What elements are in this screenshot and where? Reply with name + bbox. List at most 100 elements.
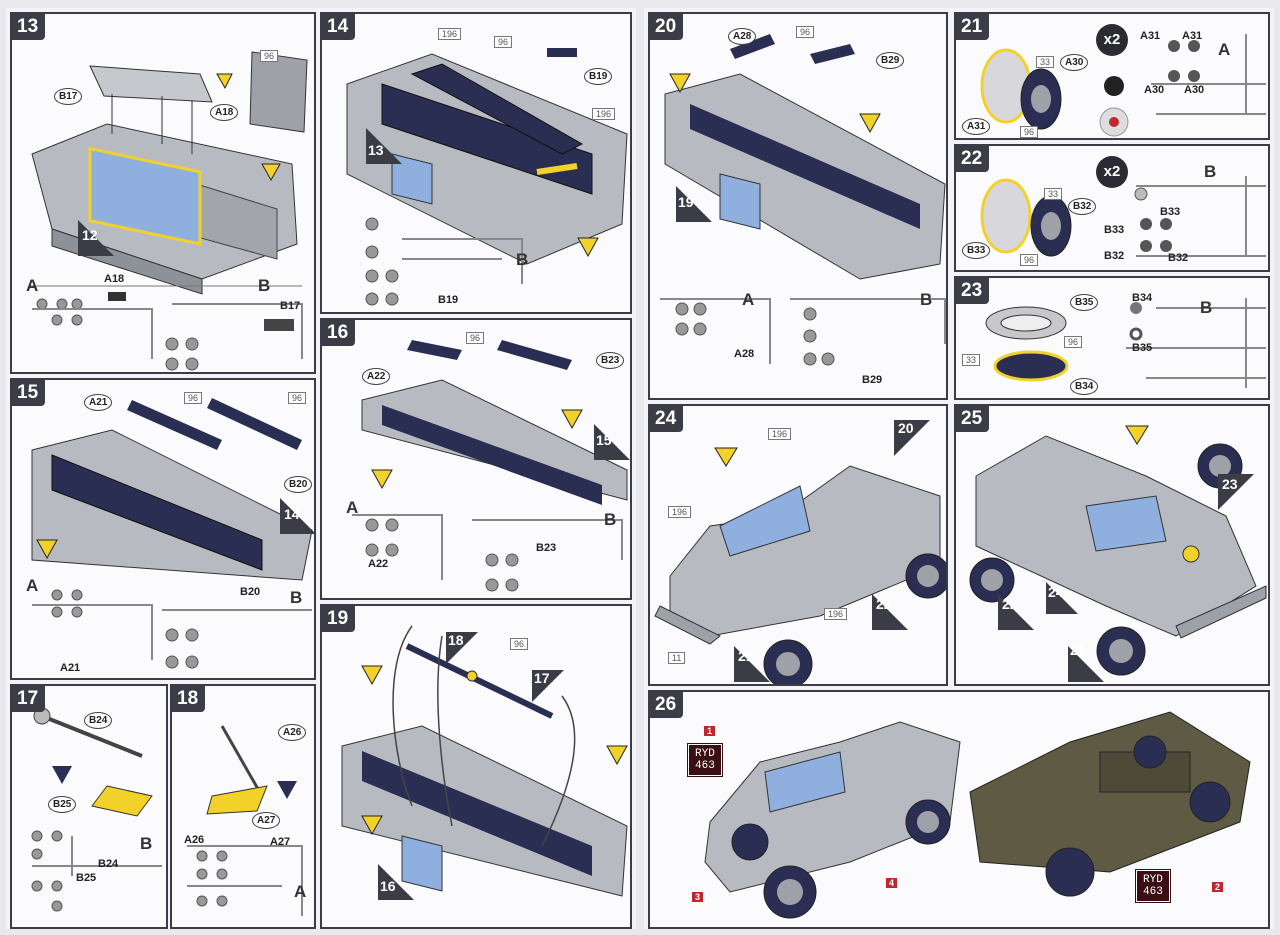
step-25-panel: 25 23 22 24 21 [954, 404, 1270, 686]
step-ref-21: 21 [1070, 642, 1086, 658]
paint-code: 96 [260, 50, 279, 62]
step-ref-marker [446, 632, 478, 664]
step-number: 20 [650, 14, 684, 40]
step-number: 17 [12, 686, 46, 712]
step-number: 18 [172, 686, 206, 712]
sprue-part-a27: A27 [270, 836, 291, 848]
decal-number: 3 [692, 892, 704, 902]
step-ref-24: 24 [1048, 584, 1064, 600]
step-ref-16: 16 [380, 878, 396, 894]
sprue-part-b20: B20 [240, 586, 261, 598]
paint-code: 196 [592, 108, 616, 120]
paint-code: 96 [1020, 126, 1039, 138]
sprue-b-letter: B [1200, 298, 1213, 317]
step-ref-marker [280, 498, 314, 534]
paint-code: 96 [494, 36, 513, 48]
step-ref-13: 13 [368, 142, 384, 158]
step-number: 23 [956, 278, 990, 304]
part-callout-b19: B19 [584, 68, 613, 85]
step-18-panel: 18 A26 A27 A26 A27 A [170, 684, 316, 929]
paint-code: 196 [768, 428, 792, 440]
sprue-part-b32: B32 [1168, 252, 1189, 264]
step-14-illustration [346, 48, 628, 306]
paint-code: 33 [1036, 56, 1055, 68]
step-ref-19: 19 [678, 194, 694, 210]
step-ref-22: 22 [1002, 596, 1018, 612]
sprue-part-b29: B29 [862, 374, 883, 386]
part-callout-b29: B29 [876, 52, 905, 69]
paint-code: 96 [466, 332, 485, 344]
sprue-b-letter: B [604, 510, 617, 529]
plate-line-2: 463 [695, 760, 715, 772]
paint-code: 196 [438, 28, 462, 40]
part-callout-b24: B24 [84, 712, 113, 729]
part-callout-b33: B33 [962, 242, 991, 259]
plate-line-1: RYD [1143, 874, 1163, 886]
step-number: 22 [956, 146, 990, 172]
step-ref-18: 18 [448, 632, 464, 648]
step-ref-20: 20 [898, 420, 914, 436]
sprue-part-b25: B25 [76, 872, 97, 884]
step-number: 14 [322, 14, 356, 40]
part-callout-a21: A21 [84, 394, 113, 411]
left-instruction-page: 13 B17 A18 96 12 A [6, 8, 636, 929]
step-ref-marker [366, 128, 402, 164]
step-number: 26 [650, 692, 684, 718]
step-ref-marker [734, 646, 770, 682]
sprue-part-b32: B32 [1104, 250, 1125, 262]
sprue-part-b33: B33 [1104, 224, 1125, 236]
step-ref-marker [676, 186, 712, 222]
step-23-panel: 23 B35 B34 33 96 B B34 B35 [954, 276, 1270, 400]
sprue-part-b19: B19 [438, 294, 459, 306]
sprue-a-letter: A [294, 882, 307, 901]
step-ref-12: 12 [82, 227, 98, 243]
step-ref-23: 23 [1222, 476, 1238, 492]
part-callout-b25: B25 [48, 796, 77, 813]
part-callout-b20: B20 [284, 476, 313, 493]
step-24-illustration [654, 447, 946, 684]
step-number: 13 [12, 14, 46, 40]
paint-code: 33 [962, 354, 981, 366]
paint-code: 96 [510, 638, 529, 650]
part-callout-b32: B32 [1068, 198, 1097, 215]
part-callout-a18: A18 [210, 104, 239, 121]
sprue-a-letter: A [346, 498, 359, 517]
paint-code: 96 [1064, 336, 1083, 348]
step-21-panel: 21 x2 A30 A31 33 96 A A31 A31 A30 A30 [954, 12, 1270, 140]
step-ref-marker [1046, 582, 1078, 614]
paint-code: 96 [1020, 254, 1039, 266]
sprue-part-a30: A30 [1144, 84, 1165, 96]
part-callout-b34: B34 [1070, 378, 1099, 395]
sprue-part-b34: B34 [1132, 292, 1153, 304]
step-ref-15: 15 [596, 432, 612, 448]
plate-line-2: 463 [1143, 886, 1163, 898]
step-22-panel: 22 x2 B32 B33 33 96 B B33 B33 B32 B32 [954, 144, 1270, 272]
sprue-b-letter: B [920, 290, 933, 309]
step-number: 15 [12, 380, 46, 406]
sprue-part-a21: A21 [60, 662, 81, 674]
right-instruction-page: 20 A28 B29 96 19 A B A28 B29 21 [644, 8, 1274, 929]
step-ref-14: 14 [284, 506, 300, 522]
paint-code: 96 [184, 392, 203, 404]
decal-number: 1 [704, 726, 716, 736]
part-callout-a27: A27 [252, 812, 281, 829]
part-callout-a26: A26 [278, 724, 307, 741]
sprue-b-letter: B [140, 834, 153, 853]
step-number: 21 [956, 14, 990, 40]
step-16-panel: 16 A22 B23 96 15 A B A22 B23 [320, 318, 632, 600]
step-ref-21: 21 [738, 648, 754, 664]
sprue-part-a28: A28 [734, 348, 755, 360]
step-26-illustration [704, 711, 1251, 919]
part-callout-a28: A28 [728, 28, 757, 45]
step-19-panel: 19 18 17 16 96 [320, 604, 632, 929]
step-15-panel: 15 A21 B20 96 96 14 A B B20 A21 [10, 378, 316, 680]
part-callout-a31: A31 [962, 118, 991, 135]
quantity-badge: x2 [1096, 156, 1128, 188]
step-ref-marker [998, 594, 1034, 630]
step-16-illustration [352, 340, 628, 592]
sprue-a-letter: A [26, 576, 39, 595]
sprue-part-b23: B23 [536, 542, 557, 554]
paint-code: 11 [668, 652, 686, 664]
sprue-part-a31: A31 [1182, 30, 1203, 42]
sprue-a-letter: A [1218, 40, 1231, 59]
